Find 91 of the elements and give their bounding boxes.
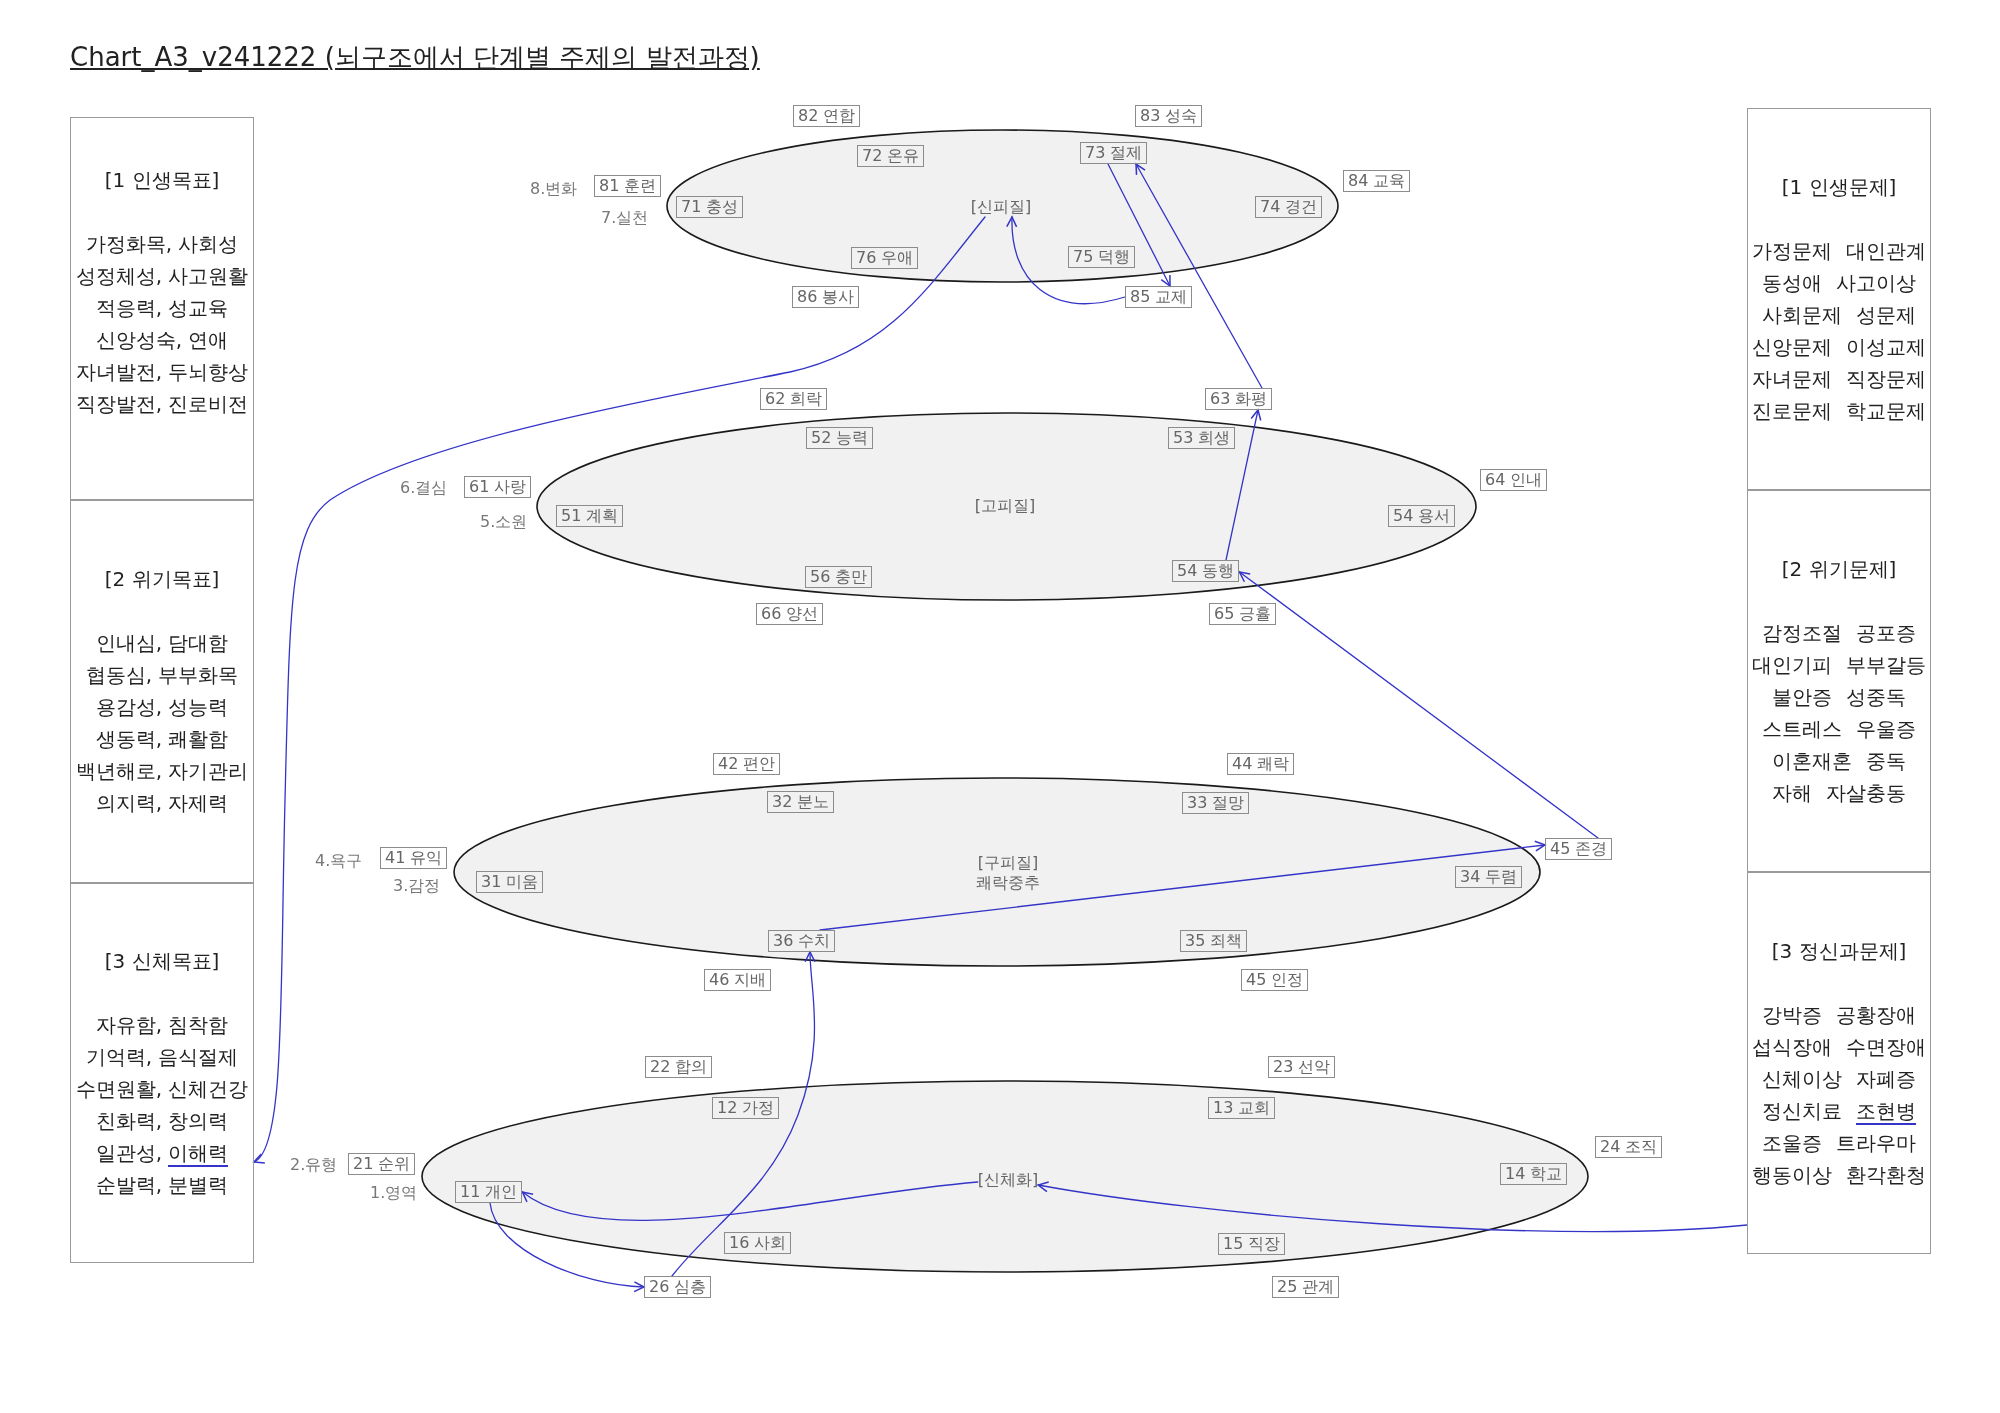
arrow <box>1107 163 1171 287</box>
category-heading: [1 인생목표] <box>104 167 220 194</box>
category-heading: [1 인생문제] <box>1781 174 1897 201</box>
topic-box: 86 봉사 <box>792 286 860 308</box>
topic-box: 75 덕행 <box>1068 246 1136 268</box>
topic-box: 81 훈련 <box>594 175 662 197</box>
arrow <box>1006 216 1126 305</box>
topic-box: 24 조직 <box>1595 1136 1663 1158</box>
category-list: 인내심, 담대함 협동심, 부부화목 용감성, 성능력 생동력, 쾌활함 백년해로, 자기관리 의지력, 자제력 <box>75 627 249 819</box>
topic-box: 21 순위 <box>348 1153 416 1175</box>
topic-box: 54 동행 <box>1172 560 1240 582</box>
topic-box: 53 희생 <box>1168 427 1236 449</box>
category-box <box>1747 490 1931 872</box>
topic-box: 12 가정 <box>712 1097 780 1119</box>
topic-box: 51 계획 <box>556 505 624 527</box>
topic-box: 72 온유 <box>857 145 925 167</box>
layer-caption: 쾌락중추 <box>976 873 1040 893</box>
topic-box: 84 교육 <box>1343 170 1411 192</box>
topic-box: 65 긍휼 <box>1209 603 1277 625</box>
topic-box: 34 두렴 <box>1455 866 1523 888</box>
layer-name: [신피질] <box>970 197 1032 217</box>
topic-box: 15 직장 <box>1218 1233 1286 1255</box>
arrow <box>1135 163 1263 389</box>
topic-box: 85 교제 <box>1125 286 1193 308</box>
topic-box: 23 선악 <box>1268 1056 1336 1078</box>
category-list: 가정화목, 사회성 성정체성, 사고원활 적응력, 성교육 신앙성숙, 연애 자녀발전, 두뇌향상 직장발전, 진로비전 <box>75 228 249 420</box>
category-list: 가정문제 대인관계 동성애 사고이상 사회문제 성문제 신앙문제 이성교제 자녀문제 직장문제 진로문제 학교문제 <box>1752 235 1926 427</box>
topic-box: 33 절망 <box>1182 792 1250 814</box>
topic-box: 71 충성 <box>676 196 744 218</box>
arrow <box>819 840 1546 931</box>
category-box <box>1747 108 1931 490</box>
category-list: 강박증 공황장애 섭식장애 수면장애 신체이상 자폐증 정신치료 조현병 조울증 트라우마 행동이상 환각환청 <box>1752 999 1926 1191</box>
topic-box: 56 충만 <box>805 566 873 588</box>
topic-box: 26 심층 <box>644 1276 712 1298</box>
level-label: 7.실천 <box>601 208 649 228</box>
topic-box: 76 우애 <box>851 247 919 269</box>
arrow <box>253 216 986 1163</box>
topic-box: 62 희락 <box>760 388 828 410</box>
level-label: 8.변화 <box>530 179 578 199</box>
level-label: 2.유형 <box>290 1155 338 1175</box>
topic-box: 66 양선 <box>756 603 824 625</box>
category-box <box>70 117 254 500</box>
topic-box: 25 관계 <box>1272 1276 1340 1298</box>
level-label: 1.영역 <box>370 1183 418 1203</box>
topic-box: 16 사회 <box>724 1232 792 1254</box>
topic-box: 74 경건 <box>1255 196 1323 218</box>
topic-box: 44 쾌락 <box>1227 753 1295 775</box>
topic-box: 83 성숙 <box>1135 105 1203 127</box>
topic-box: 61 사랑 <box>464 476 532 498</box>
topic-box: 64 인내 <box>1480 469 1548 491</box>
topic-box: 45 존경 <box>1545 838 1613 860</box>
layer-name: [신체화] <box>977 1170 1039 1190</box>
topic-box: 52 능력 <box>806 427 874 449</box>
level-label: 5.소원 <box>480 512 528 532</box>
category-heading: [3 정신과문제] <box>1771 938 1907 965</box>
arrow <box>1238 571 1599 839</box>
topic-box: 41 유익 <box>380 847 448 869</box>
category-heading: [2 위기목표] <box>104 566 220 593</box>
topic-box: 36 수치 <box>768 930 836 952</box>
topic-box: 63 화평 <box>1205 388 1273 410</box>
category-list: 자유함, 침착함 기억력, 음식절제 수면원활, 신체건강 친화력, 창의력 일관성, 이해력 순발력, 분별력 <box>75 1009 249 1201</box>
arrow <box>671 951 816 1277</box>
topic-box: 54 용서 <box>1388 505 1456 527</box>
arrow <box>521 1181 979 1221</box>
topic-box: 45 인정 <box>1241 969 1309 991</box>
category-list: 감정조절 공포증 대인기피 부부갈등 불안증 성중독 스트레스 우울증 이혼재혼 중독 자해 자살충동 <box>1752 617 1926 809</box>
topic-box: 73 절제 <box>1080 142 1148 164</box>
title: Chart_A3_v241222 (뇌구조에서 단계별 주제의 발전과정) <box>70 41 760 74</box>
category-box <box>70 883 254 1263</box>
layer-name: [고피질] <box>974 496 1036 516</box>
category-heading: [2 위기문제] <box>1781 556 1897 583</box>
topic-box: 13 교회 <box>1208 1097 1276 1119</box>
arrow <box>1225 409 1262 561</box>
arrow <box>1037 1181 1748 1233</box>
topic-box: 46 지배 <box>704 969 772 991</box>
topic-box: 31 미움 <box>476 871 544 893</box>
category-box <box>1747 872 1931 1254</box>
arrow <box>489 1202 645 1292</box>
level-label: 3.감정 <box>393 876 441 896</box>
category-box <box>70 500 254 883</box>
layer-name: [구피질] <box>976 853 1040 873</box>
topic-box: 35 죄책 <box>1180 930 1248 952</box>
topic-box: 22 합의 <box>645 1056 713 1078</box>
topic-box: 82 연합 <box>793 105 861 127</box>
topic-box: 14 학교 <box>1500 1163 1568 1185</box>
level-label: 4.욕구 <box>315 851 363 871</box>
category-heading: [3 신체목표] <box>104 948 220 975</box>
topic-box: 42 편안 <box>713 753 781 775</box>
topic-box: 32 분노 <box>767 791 835 813</box>
topic-box: 11 개인 <box>455 1181 523 1203</box>
level-label: 6.결심 <box>400 478 448 498</box>
